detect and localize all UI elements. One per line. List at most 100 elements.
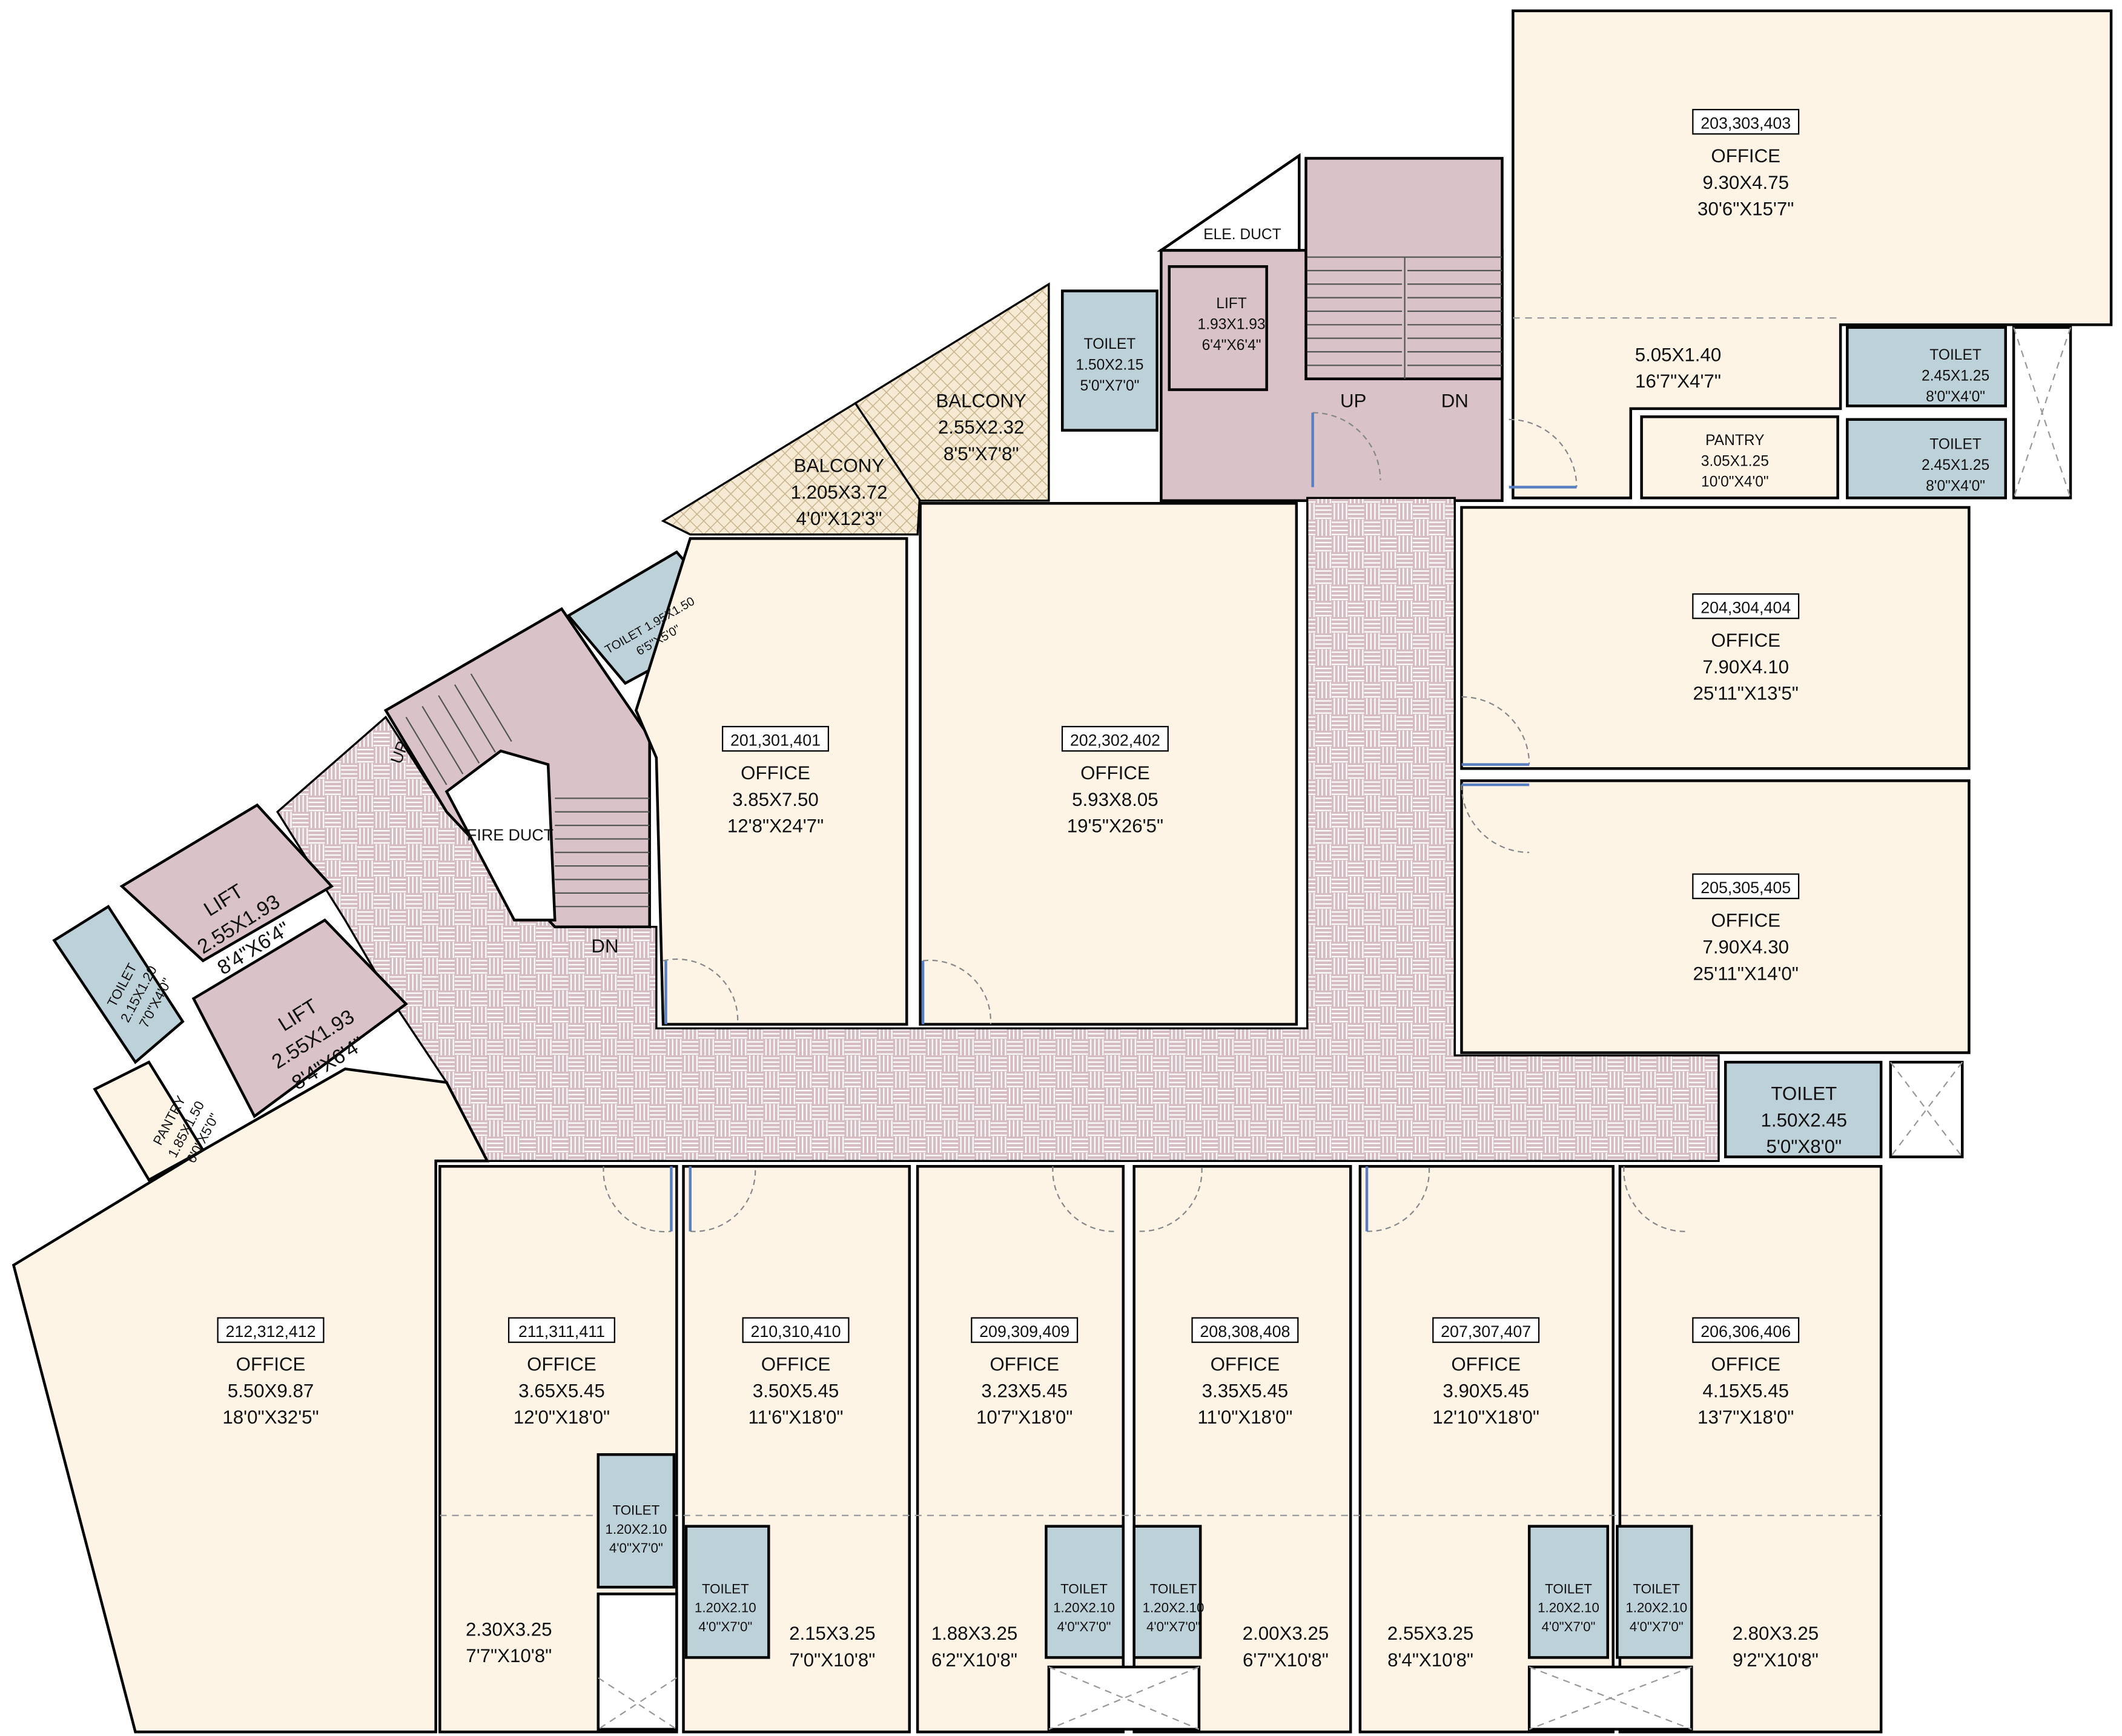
unit-number-box bbox=[1692, 593, 1800, 619]
room-name: FIRE DUCT bbox=[467, 826, 554, 844]
room-name: TOILET bbox=[1633, 1581, 1680, 1596]
room-name: OFFICE bbox=[1451, 1354, 1521, 1375]
toilet-right bbox=[1724, 1060, 1883, 1158]
unit-number: 201,301,401 bbox=[730, 731, 821, 749]
unit-number-box bbox=[1692, 873, 1800, 899]
room-dimension: 7'0"X10'8" bbox=[789, 1649, 875, 1671]
lift-left-2 bbox=[191, 918, 408, 1118]
unit-number: 204,304,404 bbox=[1701, 598, 1791, 616]
room-dimension: 3.05X1.25 bbox=[1701, 453, 1769, 469]
room-dimension: 4'0"X7'0" bbox=[1146, 1619, 1200, 1634]
room-name: TOILET bbox=[1929, 347, 1982, 363]
room-label: 1.88X3.256'2"X10'8" bbox=[931, 1623, 1018, 1671]
room-name: OFFICE bbox=[990, 1354, 1059, 1375]
room-dimension: 1.20X2.10 bbox=[695, 1600, 756, 1616]
room-dimension: 1.50X2.45 bbox=[1761, 1109, 1848, 1130]
room-dimension: 9.30X4.75 bbox=[1702, 172, 1789, 193]
doors bbox=[603, 412, 1689, 1233]
unit-number-box bbox=[722, 725, 829, 752]
room-name: DN bbox=[591, 936, 618, 957]
unit-number: 210,310,410 bbox=[751, 1322, 841, 1341]
room-dimension: 7.90X4.30 bbox=[1702, 937, 1789, 958]
room-dimension: 6'4"X6'4" bbox=[1202, 337, 1261, 354]
room-dimension: 7.90X4.10 bbox=[1702, 656, 1789, 678]
room-dimension: 5'0"X8'0" bbox=[1767, 1136, 1842, 1157]
room-label: DN bbox=[1441, 390, 1469, 411]
fire-duct bbox=[445, 749, 557, 922]
room-dimension: 3.90X5.45 bbox=[1443, 1380, 1529, 1401]
rooms bbox=[12, 9, 2113, 1734]
room-name: TOILET bbox=[1150, 1581, 1197, 1596]
room-label: 2.15X3.25 7'0"X10'8" bbox=[789, 1623, 876, 1671]
room-name: OFFICE bbox=[236, 1354, 306, 1375]
unit-number-box bbox=[1061, 725, 1169, 752]
office-205 bbox=[1460, 779, 1971, 1054]
room-dimension: 7'7"X10'8" bbox=[466, 1645, 552, 1666]
room-name: OFFICE bbox=[1711, 630, 1780, 651]
room-label: 2.55X3.258'4"X10'8" bbox=[1387, 1623, 1474, 1671]
room-dimension: 1.93X1.93 bbox=[1198, 317, 1266, 333]
toilet-bottom bbox=[1132, 1525, 1202, 1659]
room-name: LIFT bbox=[1216, 295, 1247, 312]
room-dimension: 9'2"X10'8" bbox=[1733, 1649, 1819, 1671]
room-dimension: 16'7"X4'7" bbox=[1635, 371, 1721, 392]
unit-number-box bbox=[1692, 1317, 1800, 1343]
unit-number-box bbox=[507, 1317, 615, 1343]
room-label: UP bbox=[1340, 390, 1366, 411]
room-name: ELE. DUCT bbox=[1203, 226, 1281, 243]
office-202 bbox=[919, 502, 1298, 1026]
toilet-top bbox=[1061, 289, 1159, 432]
room-dimension: 12'8"X24'7" bbox=[727, 816, 824, 837]
room-label: 2.00X3.256'7"X10'8" bbox=[1243, 1623, 1329, 1671]
room-dimension: 10'7"X18'0" bbox=[976, 1407, 1073, 1428]
room-dimension: 25'11"X13'5" bbox=[1693, 683, 1799, 704]
room-name: 2.15X3.25 bbox=[789, 1623, 876, 1644]
toilet-top-right-2 bbox=[1846, 418, 2007, 500]
room-dimension: 3.65X5.45 bbox=[518, 1380, 605, 1401]
room-dimension: 1.20X2.10 bbox=[1053, 1600, 1115, 1616]
room-dimension: 3.50X5.45 bbox=[753, 1380, 839, 1401]
room-dimension: 19'5"X26'5" bbox=[1067, 816, 1163, 837]
room-dimension: 2.45X1.25 bbox=[1922, 368, 1989, 384]
room-name: 2.30X3.25 bbox=[466, 1619, 552, 1640]
unit-number: 202,302,402 bbox=[1070, 731, 1160, 749]
unit-number: 205,305,405 bbox=[1701, 879, 1791, 897]
room-label: DN bbox=[591, 936, 618, 957]
office-212 bbox=[12, 1068, 490, 1734]
room-dimension: 12'10"X18'0" bbox=[1432, 1407, 1539, 1428]
room-label: 2.80X3.259'2"X10'8" bbox=[1733, 1623, 1819, 1671]
room-dimension: 1.20X2.10 bbox=[1538, 1600, 1599, 1616]
unit-number: 203,303,403 bbox=[1701, 114, 1791, 132]
room-name: 5.05X1.40 bbox=[1635, 344, 1722, 365]
room-name: TOILET bbox=[702, 1581, 749, 1596]
unit-number: 211,311,411 bbox=[518, 1322, 605, 1341]
room-dimension: 4'0"X7'0" bbox=[609, 1540, 663, 1556]
unit-number-box bbox=[1692, 108, 1800, 135]
room-dimension: 1.20X2.10 bbox=[605, 1522, 667, 1537]
room-dimension: 11'0"X18'0" bbox=[1197, 1407, 1292, 1428]
toilet-left bbox=[52, 905, 185, 1064]
unit-number-box bbox=[971, 1317, 1079, 1343]
room-dimension: 30'6"X15'7" bbox=[1697, 199, 1794, 220]
room-dimension: 4'0"X7'0" bbox=[1542, 1619, 1596, 1634]
room-name: OFFICE bbox=[1080, 762, 1150, 784]
